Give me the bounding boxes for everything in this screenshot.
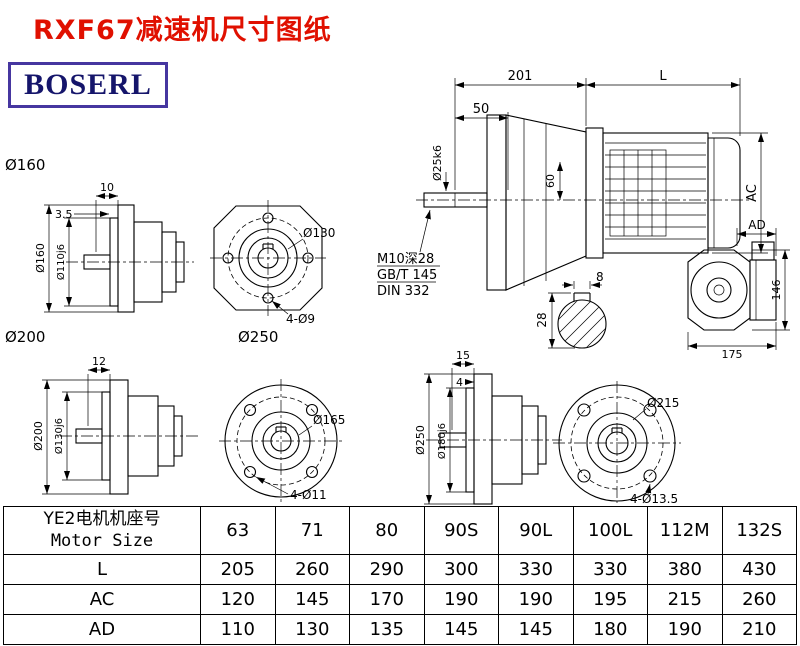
main-assembly-view: 201 L 50 Ø25k6 60 AC (416, 69, 768, 291)
page-title: RXF67减速机尺寸图纸 (33, 15, 332, 46)
note-gbt: GB/T 145 (377, 268, 437, 283)
flange-250-label: Ø250 (238, 328, 278, 346)
value-cell: 195 (572, 584, 648, 615)
value-cell: 210 (721, 614, 797, 645)
dim-dia-165: Ø165 (313, 413, 345, 427)
dim-AD: AD (748, 218, 765, 232)
flange-200-side-view: Ø200 12 Ø200 Ø130j6 (5, 328, 198, 495)
value-cell: 380 (647, 554, 723, 585)
row-label-cell: AC (3, 584, 201, 615)
note-m10: M10深28 (377, 252, 434, 267)
dim-AC: AC (745, 184, 760, 202)
dim-175: 175 (722, 348, 743, 361)
value-cell: 145 (274, 584, 350, 615)
flange-160-label: Ø160 (5, 156, 45, 174)
value-cell: 190 (647, 614, 723, 645)
value-cell: 260 (274, 554, 350, 585)
header-cell: 63 (200, 506, 276, 555)
value-cell: 135 (349, 614, 425, 645)
dim-dia-215: Ø215 (647, 396, 679, 410)
header-cell: 71 (274, 506, 350, 555)
row-label-cell: AD (3, 614, 201, 645)
dim-shaft-dia: Ø25k6 (431, 145, 444, 181)
dim-28: 28 (535, 312, 549, 327)
thread-note: M10深28 GB/T 145 DIN 332 (377, 209, 440, 299)
value-cell: 290 (349, 554, 425, 585)
table-header-row: YE2电机机座号 Motor Size 63 71 80 90S 90L 100… (3, 506, 797, 555)
dim-201: 201 (508, 69, 533, 84)
technical-drawing: 201 L 50 Ø25k6 60 AC M10深28 GB/T 145 D (5, 69, 790, 505)
value-cell: 190 (423, 584, 499, 615)
value-cell: 430 (721, 554, 797, 585)
dim-dia-250: Ø250 (414, 425, 427, 455)
header-cell: 90L (498, 506, 574, 555)
table-row-AC: AC 120 145 170 190 190 195 215 260 (3, 584, 797, 615)
motor-rear-view: AD 146 175 (687, 218, 790, 361)
key-section-view: 8 28 (535, 270, 607, 349)
dim-8: 8 (596, 270, 604, 284)
dim-10: 10 (100, 181, 114, 194)
boserl-logo: BOSERL (8, 62, 168, 108)
value-cell: 170 (349, 584, 425, 615)
flange-250-side-view: Ø250 15 4 Ø250 Ø180j6 (238, 328, 562, 505)
value-cell: 130 (274, 614, 350, 645)
dimension-table: YE2电机机座号 Motor Size 63 71 80 90S 90L 100… (3, 506, 797, 645)
table-row-L: L 205 260 290 300 330 330 380 430 (3, 554, 797, 585)
flange-200-front-view: Ø165 4-Ø11 (219, 379, 345, 503)
dim-12: 12 (92, 355, 106, 368)
value-cell: 190 (498, 584, 574, 615)
value-cell: 145 (423, 614, 499, 645)
value-cell: 120 (200, 584, 276, 615)
value-cell: 330 (498, 554, 574, 585)
dim-dia-130: Ø130 (303, 226, 335, 240)
header-cell: 112M (647, 506, 723, 555)
header-cell: 80 (349, 506, 425, 555)
dim-3-5: 3.5 (55, 208, 73, 221)
flange-250-front-view: Ø215 4-Ø13.5 (553, 381, 681, 505)
value-cell: 145 (498, 614, 574, 645)
value-cell: 110 (200, 614, 276, 645)
value-cell: 330 (572, 554, 648, 585)
dim-holes-4x13-5: 4-Ø13.5 (630, 492, 678, 505)
dim-dia-180j6: Ø180j6 (436, 423, 448, 459)
dim-60: 60 (544, 174, 557, 188)
header-cell: 100L (572, 506, 648, 555)
dim-4: 4 (456, 376, 463, 389)
table-row-AD: AD 110 130 135 145 145 180 190 210 (3, 614, 797, 645)
dim-L: L (659, 69, 667, 84)
value-cell: 260 (721, 584, 797, 615)
value-cell: 215 (647, 584, 723, 615)
dim-146: 146 (770, 280, 783, 301)
flange-160-front-view: Ø130 4-Ø9 (210, 200, 335, 326)
value-cell: 205 (200, 554, 276, 585)
flange-200-label: Ø200 (5, 328, 45, 346)
value-cell: 300 (423, 554, 499, 585)
value-cell: 180 (572, 614, 648, 645)
dim-holes-4x11: 4-Ø11 (290, 488, 327, 502)
dim-15: 15 (456, 349, 470, 362)
note-din: DIN 332 (377, 284, 430, 299)
dim-dia-200: Ø200 (32, 421, 45, 451)
header-cell: 90S (423, 506, 499, 555)
dim-dia-160: Ø160 (34, 243, 47, 273)
dim-holes-4x9: 4-Ø9 (286, 312, 315, 326)
logo-text: BOSERL (24, 68, 152, 101)
header-en: Motor Size (50, 530, 154, 551)
dim-dia-130j6: Ø130j6 (53, 418, 65, 454)
header-cell: 132S (721, 506, 797, 555)
dim-50: 50 (473, 102, 490, 117)
dim-dia-110j6: Ø110j6 (55, 244, 67, 280)
header-cell-motor-size: YE2电机机座号 Motor Size (3, 506, 201, 555)
header-cn: YE2电机机座号 (43, 509, 161, 530)
row-label-cell: L (3, 554, 201, 585)
flange-160-side-view: Ø160 10 3.5 Ø160 Ø110j6 (5, 156, 194, 313)
